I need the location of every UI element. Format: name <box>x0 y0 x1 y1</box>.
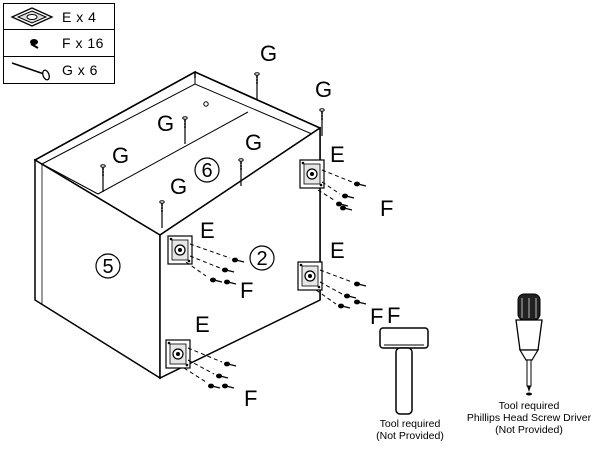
screwdriver-caption: Tool required Phillips Head Screw Driver… <box>456 400 602 436</box>
callout-e-2: E <box>200 218 215 243</box>
callout-f-3: F <box>370 304 383 329</box>
callout-e-1: E <box>330 142 345 167</box>
mounting-plate-icon <box>10 7 54 27</box>
callout-f-2: F <box>240 278 253 303</box>
screwdriver-caption-line1: Tool required <box>498 400 560 412</box>
svg-text:6: 6 <box>201 160 212 182</box>
nail-icon <box>11 62 50 81</box>
callout-g-6: G <box>170 174 187 199</box>
callout-e-3: E <box>330 238 345 263</box>
screwdriver-caption-line3: (Not Provided) <box>495 424 563 436</box>
callout-e-4: E <box>195 312 210 337</box>
hardware-legend: E x 4 F x 16 G x 6 <box>3 3 115 84</box>
hammer-icon: F <box>379 303 429 415</box>
screws-f <box>183 169 353 383</box>
hammer-caption-line1: Tool required <box>379 418 441 430</box>
legend-label-e: E x 4 <box>62 9 97 25</box>
callout-g-2: G <box>315 77 332 102</box>
screw-callouts: F F F F <box>240 196 393 411</box>
cabinet-box <box>33 70 322 380</box>
hammer-label: F <box>387 303 400 328</box>
panel-label-bottom: 6 <box>194 157 220 183</box>
callout-g-5: G <box>245 130 262 155</box>
legend-label-f: F x 16 <box>62 35 104 51</box>
legend-row-g: G x 6 <box>3 57 115 84</box>
screw-icon <box>30 39 39 49</box>
screwdriver-icon <box>515 293 543 396</box>
legend-row-e: E x 4 <box>3 3 115 30</box>
svg-text:5: 5 <box>102 256 113 278</box>
callout-g-3: G <box>157 111 174 136</box>
callout-g-1: G <box>260 41 277 66</box>
callout-f-1: F <box>380 196 393 221</box>
plate-callouts: E E E E <box>195 142 345 337</box>
legend-row-f: F x 16 <box>3 30 115 57</box>
panel-label-side: 5 <box>95 253 121 279</box>
hammer-caption-line2: (Not Provided) <box>376 430 444 442</box>
svg-text:2: 2 <box>256 248 267 270</box>
panel-label-back: 2 <box>249 245 275 271</box>
callout-f-4: F <box>244 386 257 411</box>
hammer-caption: Tool required (Not Provided) <box>372 418 448 442</box>
legend-label-g: G x 6 <box>62 62 98 78</box>
nail-callouts: G G G G G G <box>112 41 332 199</box>
screwdriver-caption-line2: Phillips Head Screw Driver <box>466 412 592 424</box>
callout-g-4: G <box>112 143 129 168</box>
